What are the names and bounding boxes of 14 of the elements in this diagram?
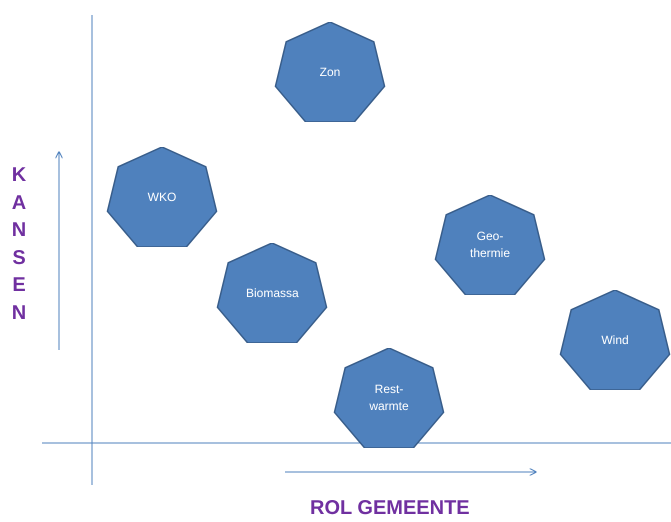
heptagon-node: [106, 147, 218, 247]
heptagon-node: [216, 243, 328, 343]
y-axis-label: KANSEN: [10, 163, 28, 326]
node-label: WKO: [146, 188, 178, 206]
heptagon-node: [274, 22, 386, 122]
heptagon-node: [434, 195, 546, 295]
heptagon-node: [559, 290, 671, 390]
node-label: Rest- warmte: [368, 381, 410, 415]
node-label: Geo- thermie: [468, 228, 511, 262]
node-label: Zon: [318, 64, 342, 80]
x-axis-label: ROL GEMEENTE: [310, 497, 470, 520]
node-label: Wind: [600, 332, 630, 348]
heptagon-node: [333, 348, 445, 448]
node-label: Biomassa: [246, 284, 298, 302]
